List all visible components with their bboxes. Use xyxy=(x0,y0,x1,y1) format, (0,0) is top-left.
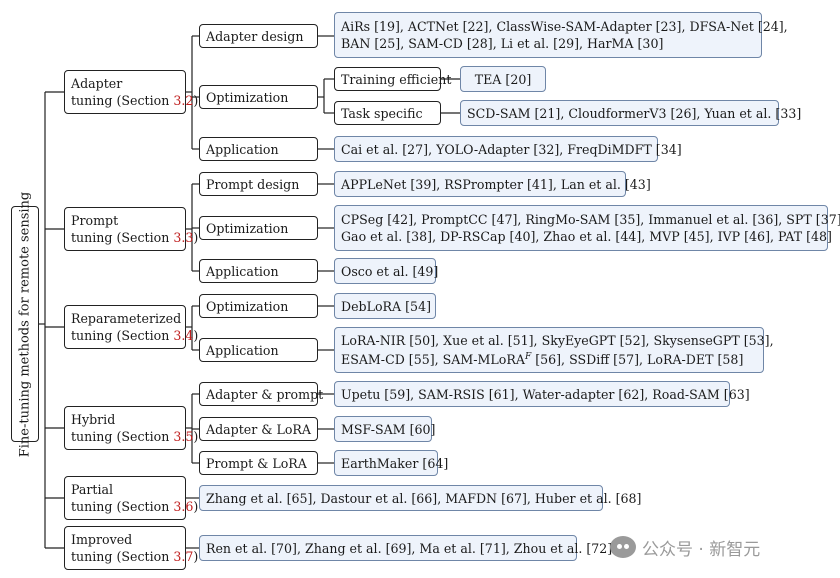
category-prompt-tuning: Prompt tuning (Section 3.3) xyxy=(64,207,199,251)
method-prompt-optimization: Optimization xyxy=(199,216,318,240)
refs-adapter-and-prompt: Upetu [59], SAM-RSIS [61], Water-adapter… xyxy=(334,381,750,407)
refs-prompt-and-lora: EarthMaker [64] xyxy=(334,450,448,476)
category-title: Improved xyxy=(71,532,133,547)
root-node: Fine-tuning methods for remote sensing xyxy=(11,191,39,457)
category-improved-tuning: Improved tuning (Section 3.7) xyxy=(64,526,199,570)
category-title: Prompt xyxy=(71,213,119,228)
category-partial-tuning: Partial tuning (Section 3.6) xyxy=(64,476,199,520)
refs-adapter-application: Cai et al. [27], YOLO-Adapter [32], Freq… xyxy=(334,136,682,162)
section-number: 3.4 xyxy=(173,328,194,343)
category-section-line: tuning (Section 3.7) xyxy=(71,549,199,564)
method-prompt-and-lora: Prompt & LoRA xyxy=(199,451,318,475)
refs-prompt-application: Osco et al. [49] xyxy=(334,258,438,284)
category-hybrid-tuning: Hybrid tuning (Section 3.5) xyxy=(64,406,199,450)
submethod-task-specific: Task specific xyxy=(334,101,441,125)
submethod-training-efficient: Training efficient xyxy=(334,67,451,91)
category-title: Adapter xyxy=(71,76,123,91)
refs-task-specific: SCD-SAM [21], CloudformerV3 [26], Yuan e… xyxy=(460,100,801,126)
category-adapter-tuning: Adapter tuning (Section 3.2) xyxy=(64,70,199,114)
section-number: 3.5 xyxy=(173,429,194,444)
refs-prompt-optimization: CPSeg [42], PromptCC [47], RingMo-SAM [3… xyxy=(334,205,840,251)
method-reparam-application: Application xyxy=(199,338,318,362)
refs-adapter-design: AiRs [19], ACTNet [22], ClassWise-SAM-Ad… xyxy=(334,12,788,58)
method-prompt-design: Prompt design xyxy=(199,172,318,196)
refs-partial-tuning: Zhang et al. [65], Dastour et al. [66], … xyxy=(199,485,641,511)
category-title: Hybrid xyxy=(71,412,116,427)
method-reparam-optimization: Optimization xyxy=(199,294,318,318)
category-section-line: tuning (Section 3.3) xyxy=(71,230,199,245)
refs-training-efficient: TEA [20] xyxy=(460,66,546,92)
wechat-icon xyxy=(610,536,636,558)
refs-reparam-optimization: DebLoRA [54] xyxy=(334,293,436,319)
method-adapter-optimization: Optimization xyxy=(199,85,318,109)
method-adapter-application: Application xyxy=(199,137,318,161)
method-adapter-and-prompt: Adapter & prompt xyxy=(199,382,323,406)
category-section-line: tuning (Section 3.6) xyxy=(71,499,199,514)
watermark-text: 公众号 · 新智元 xyxy=(642,539,761,560)
category-title: Partial xyxy=(71,482,114,497)
section-number: 3.7 xyxy=(173,549,194,564)
watermark: 公众号 · 新智元 xyxy=(610,532,820,562)
root-label: Fine-tuning methods for remote sensing xyxy=(17,191,33,457)
section-number: 3.6 xyxy=(173,499,194,514)
refs-prompt-design: APPLeNet [39], RSPrompter [41], Lan et a… xyxy=(334,171,651,197)
method-prompt-application: Application xyxy=(199,259,318,283)
refs-improved-tuning: Ren et al. [70], Zhang et al. [69], Ma e… xyxy=(199,535,612,561)
method-adapter-and-lora: Adapter & LoRA xyxy=(199,417,318,441)
section-number: 3.3 xyxy=(173,230,194,245)
refs-reparam-application: LoRA-NIR [50], Xue et al. [51], SkyEyeGP… xyxy=(334,327,774,373)
category-section-line: tuning (Section 3.5) xyxy=(71,429,199,444)
category-section-line: tuning (Section 3.2) xyxy=(71,93,199,108)
refs-adapter-and-lora: MSF-SAM [60] xyxy=(334,416,435,442)
section-number: 3.2 xyxy=(173,93,194,108)
method-adapter-design: Adapter design xyxy=(199,24,318,48)
category-reparameterized-tuning: Reparameterized tuning (Section 3.4) xyxy=(64,305,199,349)
category-section-line: tuning (Section 3.4) xyxy=(71,328,199,343)
category-title: Reparameterized xyxy=(71,311,182,326)
